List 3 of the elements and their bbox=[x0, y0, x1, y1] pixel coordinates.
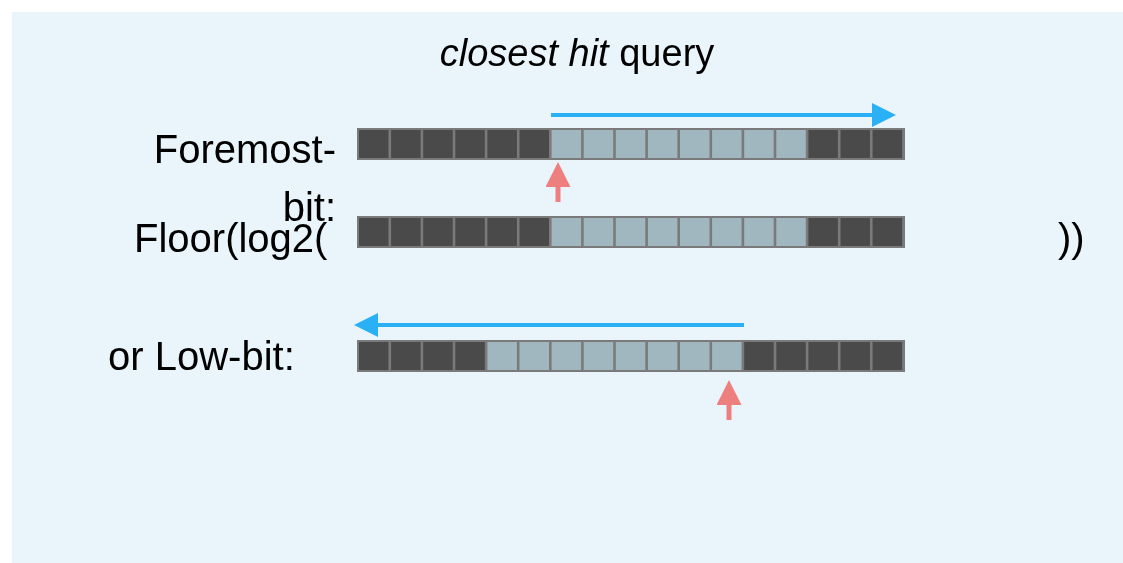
title: closest hit query bbox=[438, 31, 716, 76]
row-label: or Low-bit: bbox=[108, 333, 295, 379]
row-label: )) bbox=[1058, 215, 1085, 261]
